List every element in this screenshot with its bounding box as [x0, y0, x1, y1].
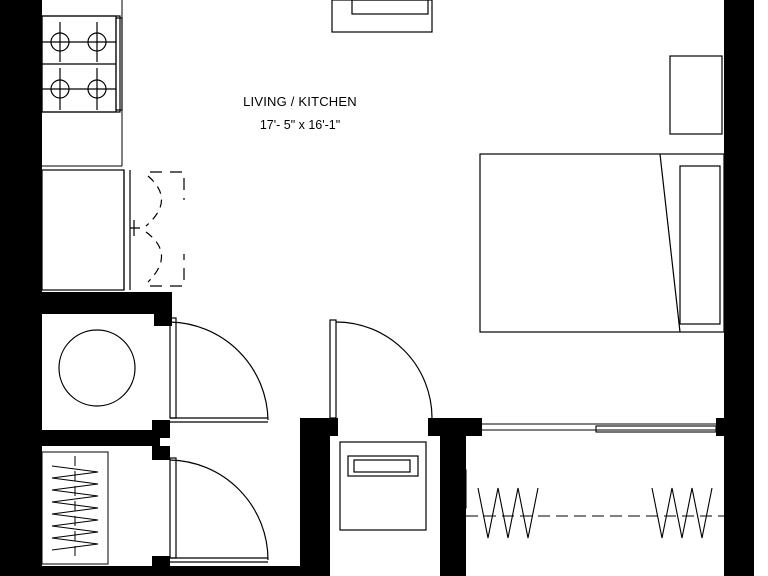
- kitchen-counter: [42, 0, 123, 167]
- refrigerator-icon: [41, 169, 185, 291]
- bathroom-door: [329, 319, 433, 419]
- closet-door-upper: [169, 317, 269, 423]
- wall-left: [0, 0, 42, 576]
- vent-hood: [331, 0, 433, 33]
- water-heater-icon: [58, 329, 136, 407]
- wall-bottom-left: [0, 566, 330, 576]
- wardrobe-closet: [455, 423, 724, 539]
- closet-door-lower: [169, 457, 269, 563]
- wall-bath-left: [300, 418, 330, 576]
- sink-vanity-icon: [339, 441, 427, 531]
- range-icon: [41, 15, 123, 113]
- wall-closet-top-right: [440, 418, 482, 436]
- wall-bath-right: [440, 418, 466, 576]
- closet-rod-left: [41, 451, 109, 565]
- nightstand-icon: [669, 55, 723, 135]
- wall-closet-right-stub: [716, 418, 726, 436]
- wall-closet-mid: [42, 430, 160, 446]
- door-jambs: [152, 314, 442, 570]
- room-name-label: LIVING / KITCHEN: [243, 94, 357, 109]
- room-dimensions-label: 17'- 5" x 16'-1": [259, 118, 341, 132]
- wall-right: [724, 0, 754, 576]
- wall-closet-top: [42, 292, 172, 314]
- bed-icon: [479, 153, 725, 333]
